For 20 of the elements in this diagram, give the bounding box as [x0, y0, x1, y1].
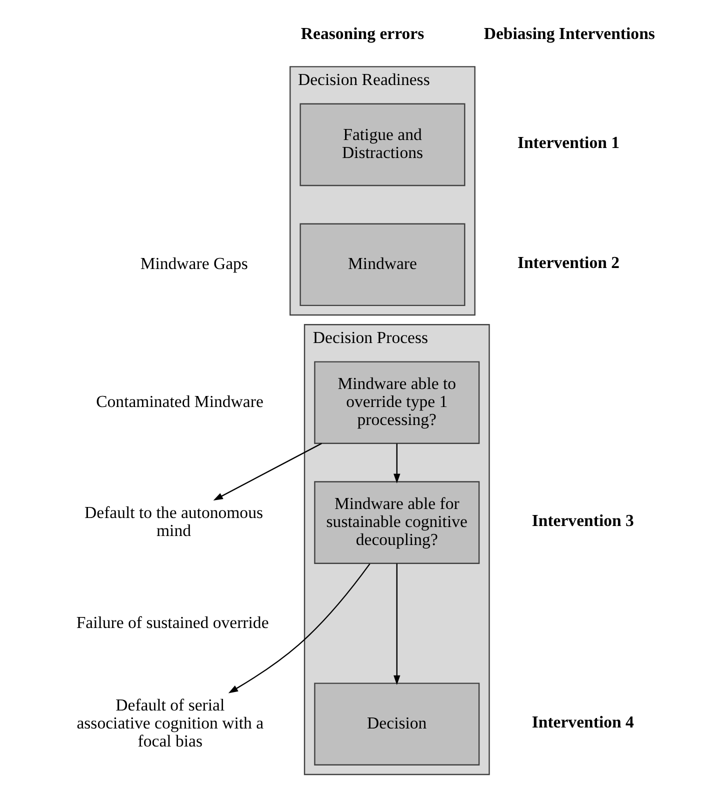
arrow — [393, 443, 400, 483]
label: Debiasing Interventions — [483, 23, 654, 42]
label: Intervention 3 — [531, 510, 634, 530]
label: Failure of sustained override — [76, 612, 268, 632]
node-box: Mindware able to override type 1 processing? — [314, 360, 480, 444]
node-text: Default of serial associative cognition with a focal bias — [76, 695, 264, 750]
node-box: Decision — [314, 682, 480, 765]
arrow — [212, 442, 322, 500]
node-box: Fatigue and Distractions — [299, 102, 465, 186]
node-box: Mindware able for sustainable cognitive decoupling? — [314, 480, 480, 564]
label: Reasoning errors — [300, 23, 424, 42]
label: Contaminated Mindware — [96, 392, 263, 411]
label: Intervention 4 — [531, 712, 634, 731]
label: Intervention 1 — [516, 132, 620, 152]
node-box: Mindware — [299, 222, 465, 306]
node-text: Default to the autonomous mind — [84, 502, 263, 540]
label: Mindware Gaps — [140, 254, 248, 273]
arrow — [228, 562, 370, 693]
arrow — [393, 563, 400, 684]
label: Intervention 2 — [516, 252, 620, 272]
